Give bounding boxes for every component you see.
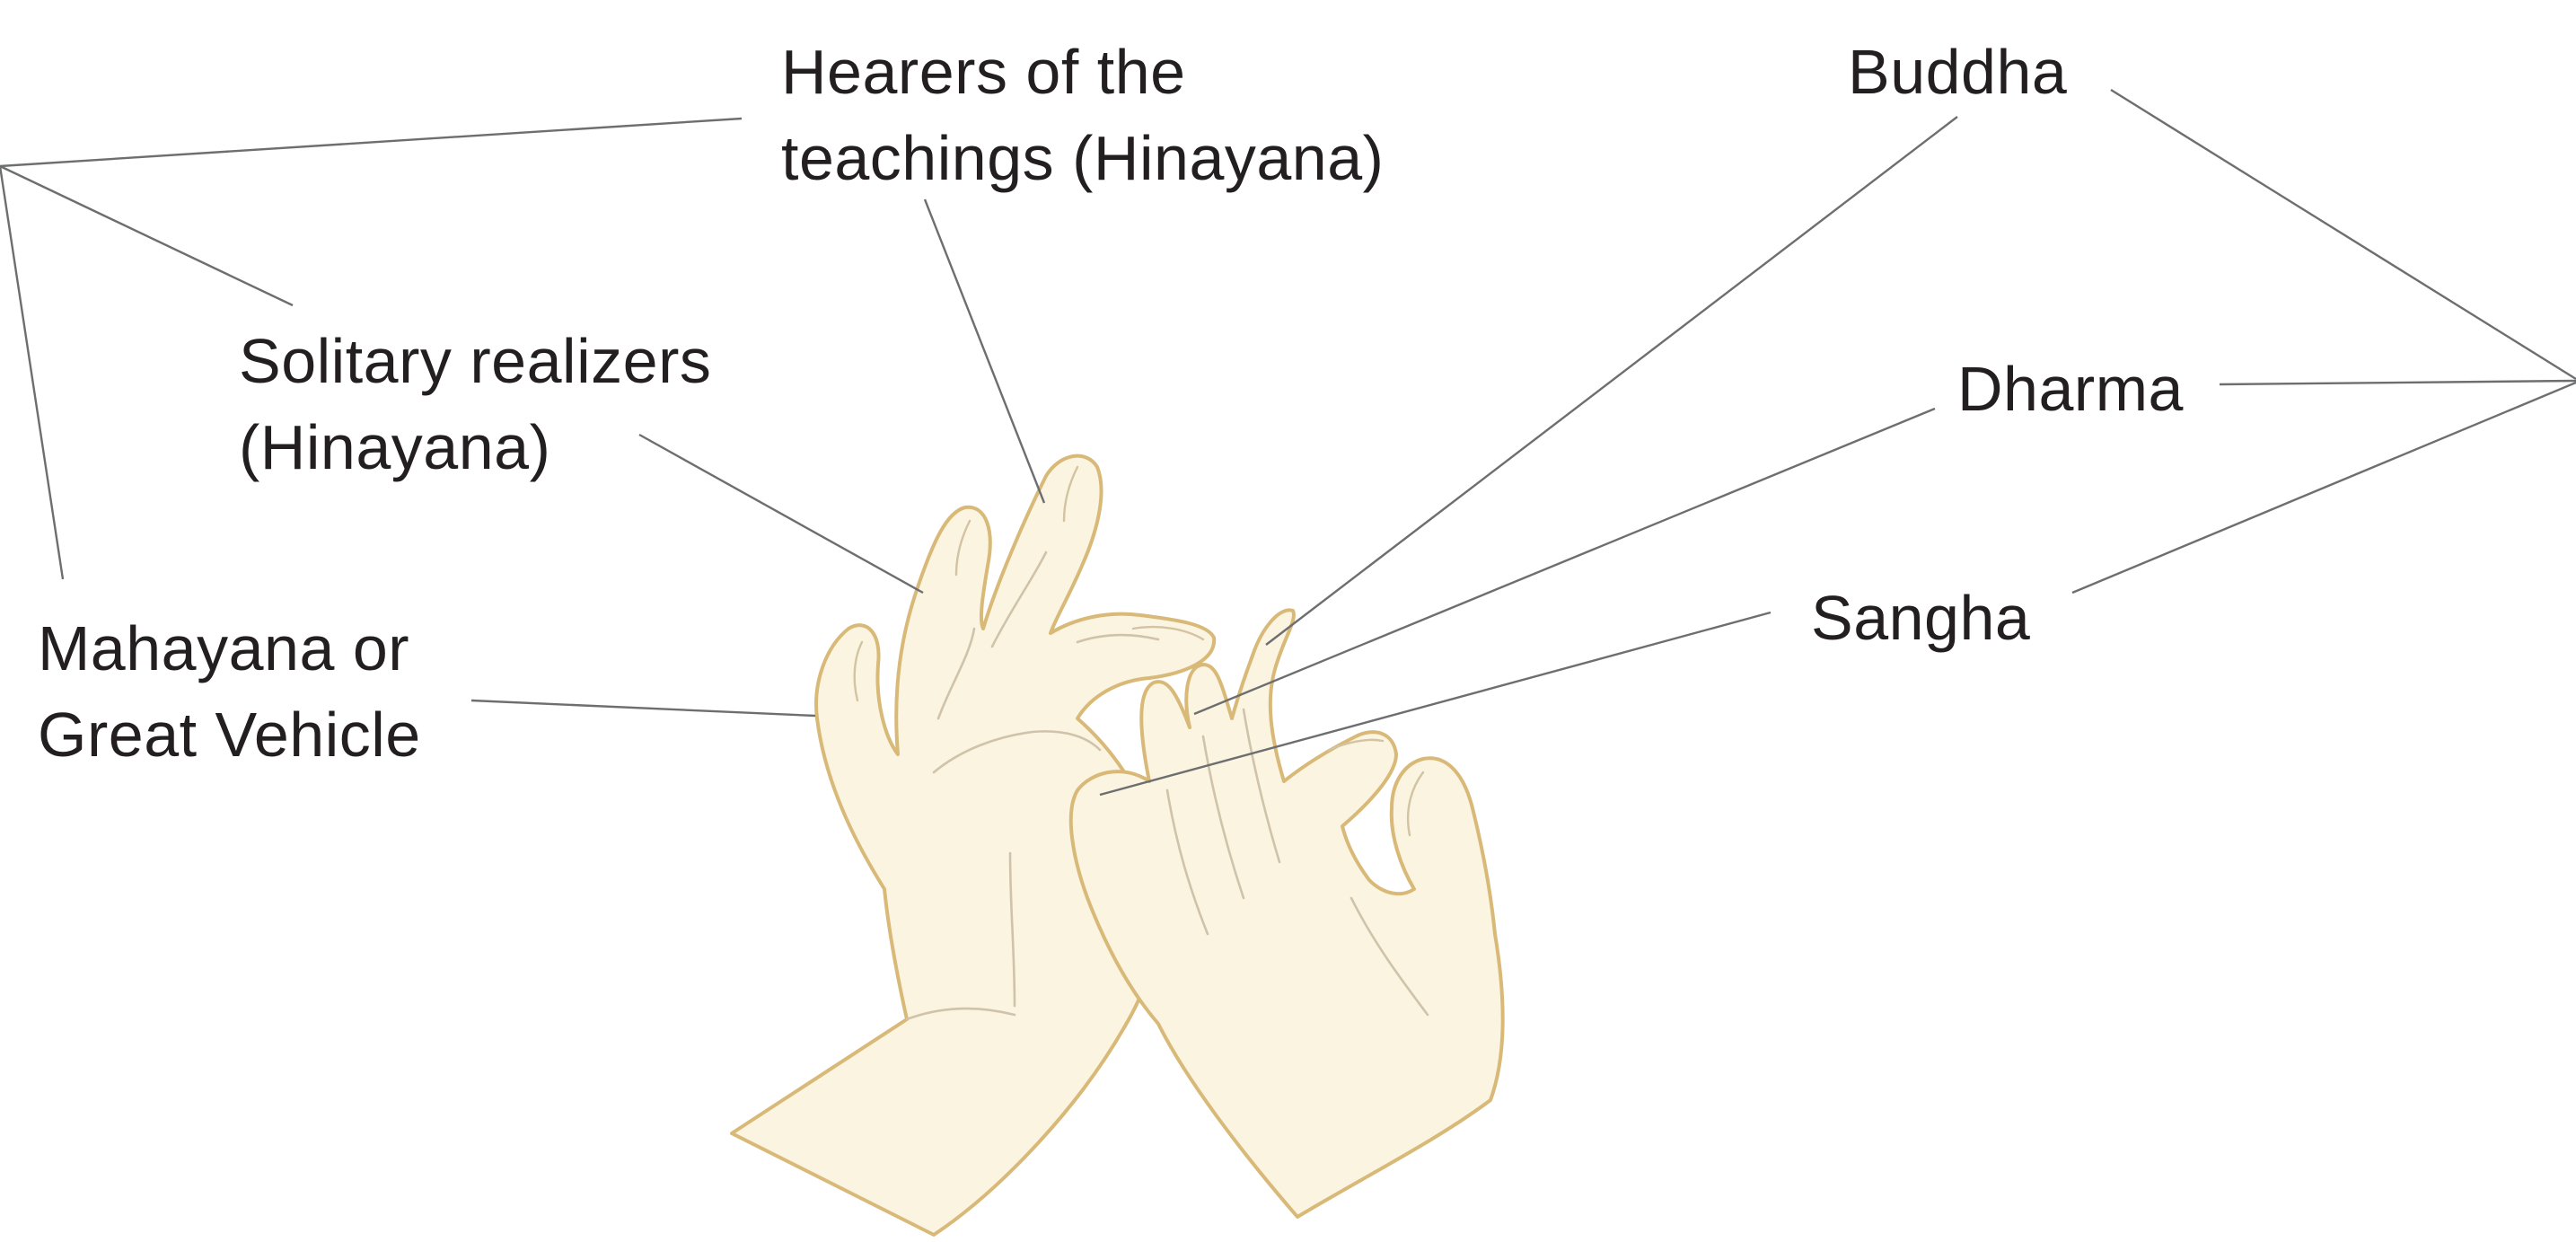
mahayana-label-line-2: Great Vehicle <box>38 691 421 778</box>
mahayana-label: Mahayana or Great Vehicle <box>38 605 421 778</box>
bracket-to-dharma-line <box>2220 381 2576 384</box>
buddha-label: Buddha <box>1848 29 2067 115</box>
hearers-label-line-1: Hearers of the <box>781 29 1384 115</box>
dharma-label-text: Dharma <box>1957 346 2184 432</box>
bracket-to-mahayana-line <box>0 166 63 579</box>
sangha-label: Sangha <box>1811 575 2030 661</box>
solitary-label-line-1: Solitary realizers <box>239 318 711 404</box>
solitary-label-line-2: (Hinayana) <box>239 404 711 490</box>
hearers-label: Hearers of the teachings (Hinayana) <box>781 29 1384 201</box>
buddha-label-text: Buddha <box>1848 29 2067 115</box>
bracket-to-solitary-line <box>0 166 293 305</box>
dharma-label: Dharma <box>1957 346 2184 432</box>
solitary-label: Solitary realizers (Hinayana) <box>239 318 711 490</box>
hearers-pointer-line <box>925 199 1044 503</box>
sangha-label-text: Sangha <box>1811 575 2030 661</box>
bracket-to-buddha-line <box>2111 90 2576 379</box>
hands-illustration <box>732 456 1503 1235</box>
mahayana-label-line-1: Mahayana or <box>38 605 421 691</box>
mahayana-pointer-line <box>471 700 815 716</box>
right-hand <box>1071 610 1503 1217</box>
hearers-label-line-2: teachings (Hinayana) <box>781 115 1384 201</box>
bracket-to-hearers-line <box>0 119 742 166</box>
